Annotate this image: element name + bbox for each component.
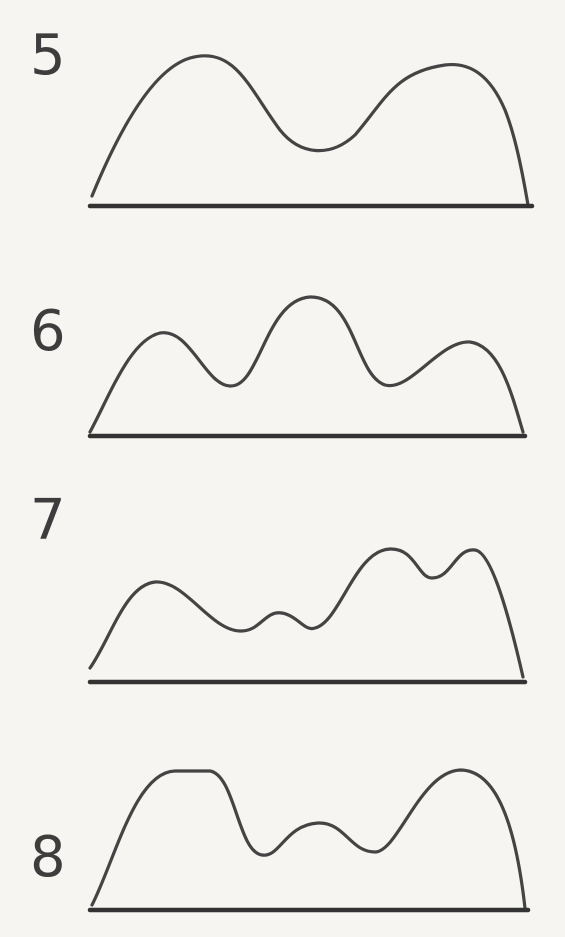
profile-5 (87, 54, 535, 209)
profile-5-label: 5 (30, 23, 66, 88)
profile-8 (87, 768, 531, 913)
profile-6 (87, 295, 528, 439)
profile-7-curve (88, 547, 525, 679)
profile-7 (87, 547, 528, 685)
profile-5-curve (90, 54, 530, 207)
profile-8-curve (90, 768, 527, 910)
profile-8-label: 8 (30, 825, 66, 890)
profile-6-curve (88, 295, 525, 434)
profile-7-label: 7 (30, 488, 66, 553)
profile-6-label: 6 (30, 299, 66, 364)
